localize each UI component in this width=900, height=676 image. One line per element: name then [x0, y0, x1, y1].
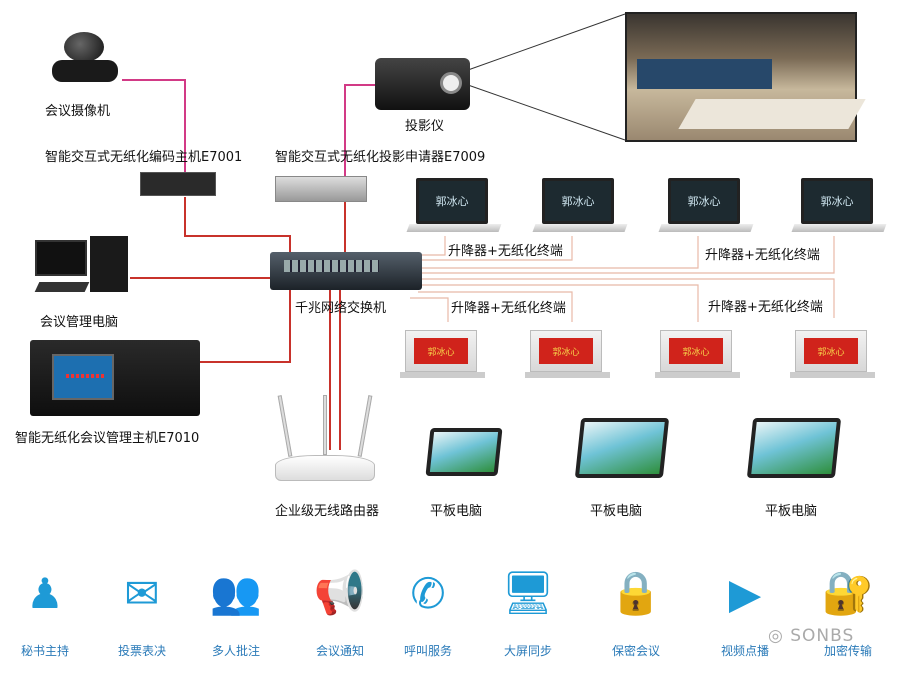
terminal-screen-name: 郭冰心 — [687, 195, 721, 208]
feature-label: 呼叫服务 — [403, 644, 452, 658]
video-play-icon: ▶ — [728, 568, 762, 618]
requester-label: 智能交互式无纸化投影申请器E7009 — [275, 150, 486, 165]
projector-label: 投影仪 — [405, 119, 445, 134]
tablet-label: 平板电脑 — [590, 504, 643, 519]
camera-label: 会议摄像机 — [45, 104, 111, 119]
feature-secure-meeting: 🔒 保密会议 — [596, 562, 676, 659]
tablet-label: 平板电脑 — [765, 504, 818, 519]
paperless-terminal: 郭冰心 — [400, 330, 485, 378]
feature-notice: 📢 会议通知 — [300, 562, 380, 659]
wechat-icon: ◎ — [768, 626, 791, 646]
feature-label: 会议通知 — [315, 644, 364, 658]
terminal-screen-name: 郭冰心 — [427, 347, 455, 358]
megaphone-icon: 📢 — [313, 568, 367, 617]
terminal-group-label: 升降器+无纸化终端 — [708, 300, 823, 315]
feature-label: 视频点播 — [720, 644, 769, 658]
tablet-device — [746, 418, 842, 478]
feature-label: 加密传输 — [823, 644, 872, 658]
feature-label: 多人批注 — [211, 644, 260, 658]
lift-terminal: 郭冰心 — [406, 178, 502, 240]
terminal-screen-name: 郭冰心 — [435, 195, 469, 208]
pc-label: 会议管理电脑 — [40, 315, 119, 330]
projector-line — [344, 84, 378, 178]
encrypt-lock-icon: 🔐 — [821, 568, 875, 617]
network-switch — [270, 252, 422, 290]
lift-terminal: 郭冰心 — [532, 178, 628, 240]
feature-label: 秘书主持 — [20, 644, 69, 658]
lift-terminal: 郭冰心 — [658, 178, 754, 240]
management-pc — [34, 236, 130, 300]
host-podium-icon: ♟ — [26, 568, 64, 618]
feature-video-on-demand: ▶ 视频点播 — [705, 562, 785, 659]
tablet-device — [574, 418, 670, 478]
tablet-device — [425, 428, 503, 476]
feature-screen-sync: 🖥 大屏同步 — [488, 562, 568, 659]
requester-device — [275, 176, 367, 202]
management-host — [30, 340, 200, 416]
host-switch-line — [200, 290, 291, 363]
watermark-text: SONBS — [790, 626, 855, 646]
terminal-group-label: 升降器+无纸化终端 — [705, 248, 820, 263]
camera-line — [122, 79, 186, 172]
projector-device — [375, 58, 470, 110]
secure-meeting-icon: 🔒 — [609, 568, 663, 617]
terminal-screen-name: 郭冰心 — [561, 195, 595, 208]
phone-icon: ✆ — [410, 568, 446, 618]
terminal-screen-name: 郭冰心 — [552, 347, 580, 358]
camera-device — [52, 32, 122, 84]
group-icon: 👥 — [209, 568, 263, 617]
conference-room-photo — [625, 12, 866, 142]
tablet-label: 平板电脑 — [430, 504, 483, 519]
wireless-router — [275, 395, 375, 487]
switch-label: 千兆网络交换机 — [295, 301, 387, 316]
terminal-screen-name: 郭冰心 — [820, 195, 854, 208]
feature-label: 保密会议 — [611, 644, 660, 658]
terminal-screen-name: 郭冰心 — [817, 347, 845, 358]
encoder-device — [140, 172, 216, 196]
terminal-group-label: 升降器+无纸化终端 — [451, 301, 566, 316]
paperless-terminal: 郭冰心 — [655, 330, 740, 378]
ballot-box-icon: ✉ — [124, 568, 160, 618]
screen-sync-icon: 🖥 — [501, 568, 555, 617]
feature-voting: ✉ 投票表决 — [102, 562, 182, 659]
router-label: 企业级无线路由器 — [275, 504, 380, 519]
encoder-switch-line — [184, 197, 291, 252]
host-label: 智能无纸化会议管理主机E7010 — [15, 431, 200, 446]
feature-secretary-host: ♟ 秘书主持 — [5, 562, 85, 659]
paperless-terminal: 郭冰心 — [790, 330, 875, 378]
feature-label: 大屏同步 — [503, 644, 552, 658]
feature-encrypted-transfer: 🔐 加密传输 — [808, 562, 888, 659]
watermark: ◎ SONBS — [768, 626, 854, 646]
feature-label: 投票表决 — [117, 644, 166, 658]
lift-terminal: 郭冰心 — [791, 178, 887, 240]
feature-call-service: ✆ 呼叫服务 — [388, 562, 468, 659]
encoder-label: 智能交互式无纸化编码主机E7001 — [45, 150, 243, 165]
terminal-screen-name: 郭冰心 — [682, 347, 710, 358]
router-switch-line — [329, 290, 341, 450]
terminal-group-label: 升降器+无纸化终端 — [448, 244, 563, 259]
paperless-terminal: 郭冰心 — [525, 330, 610, 378]
feature-annotation: 👥 多人批注 — [196, 562, 276, 659]
